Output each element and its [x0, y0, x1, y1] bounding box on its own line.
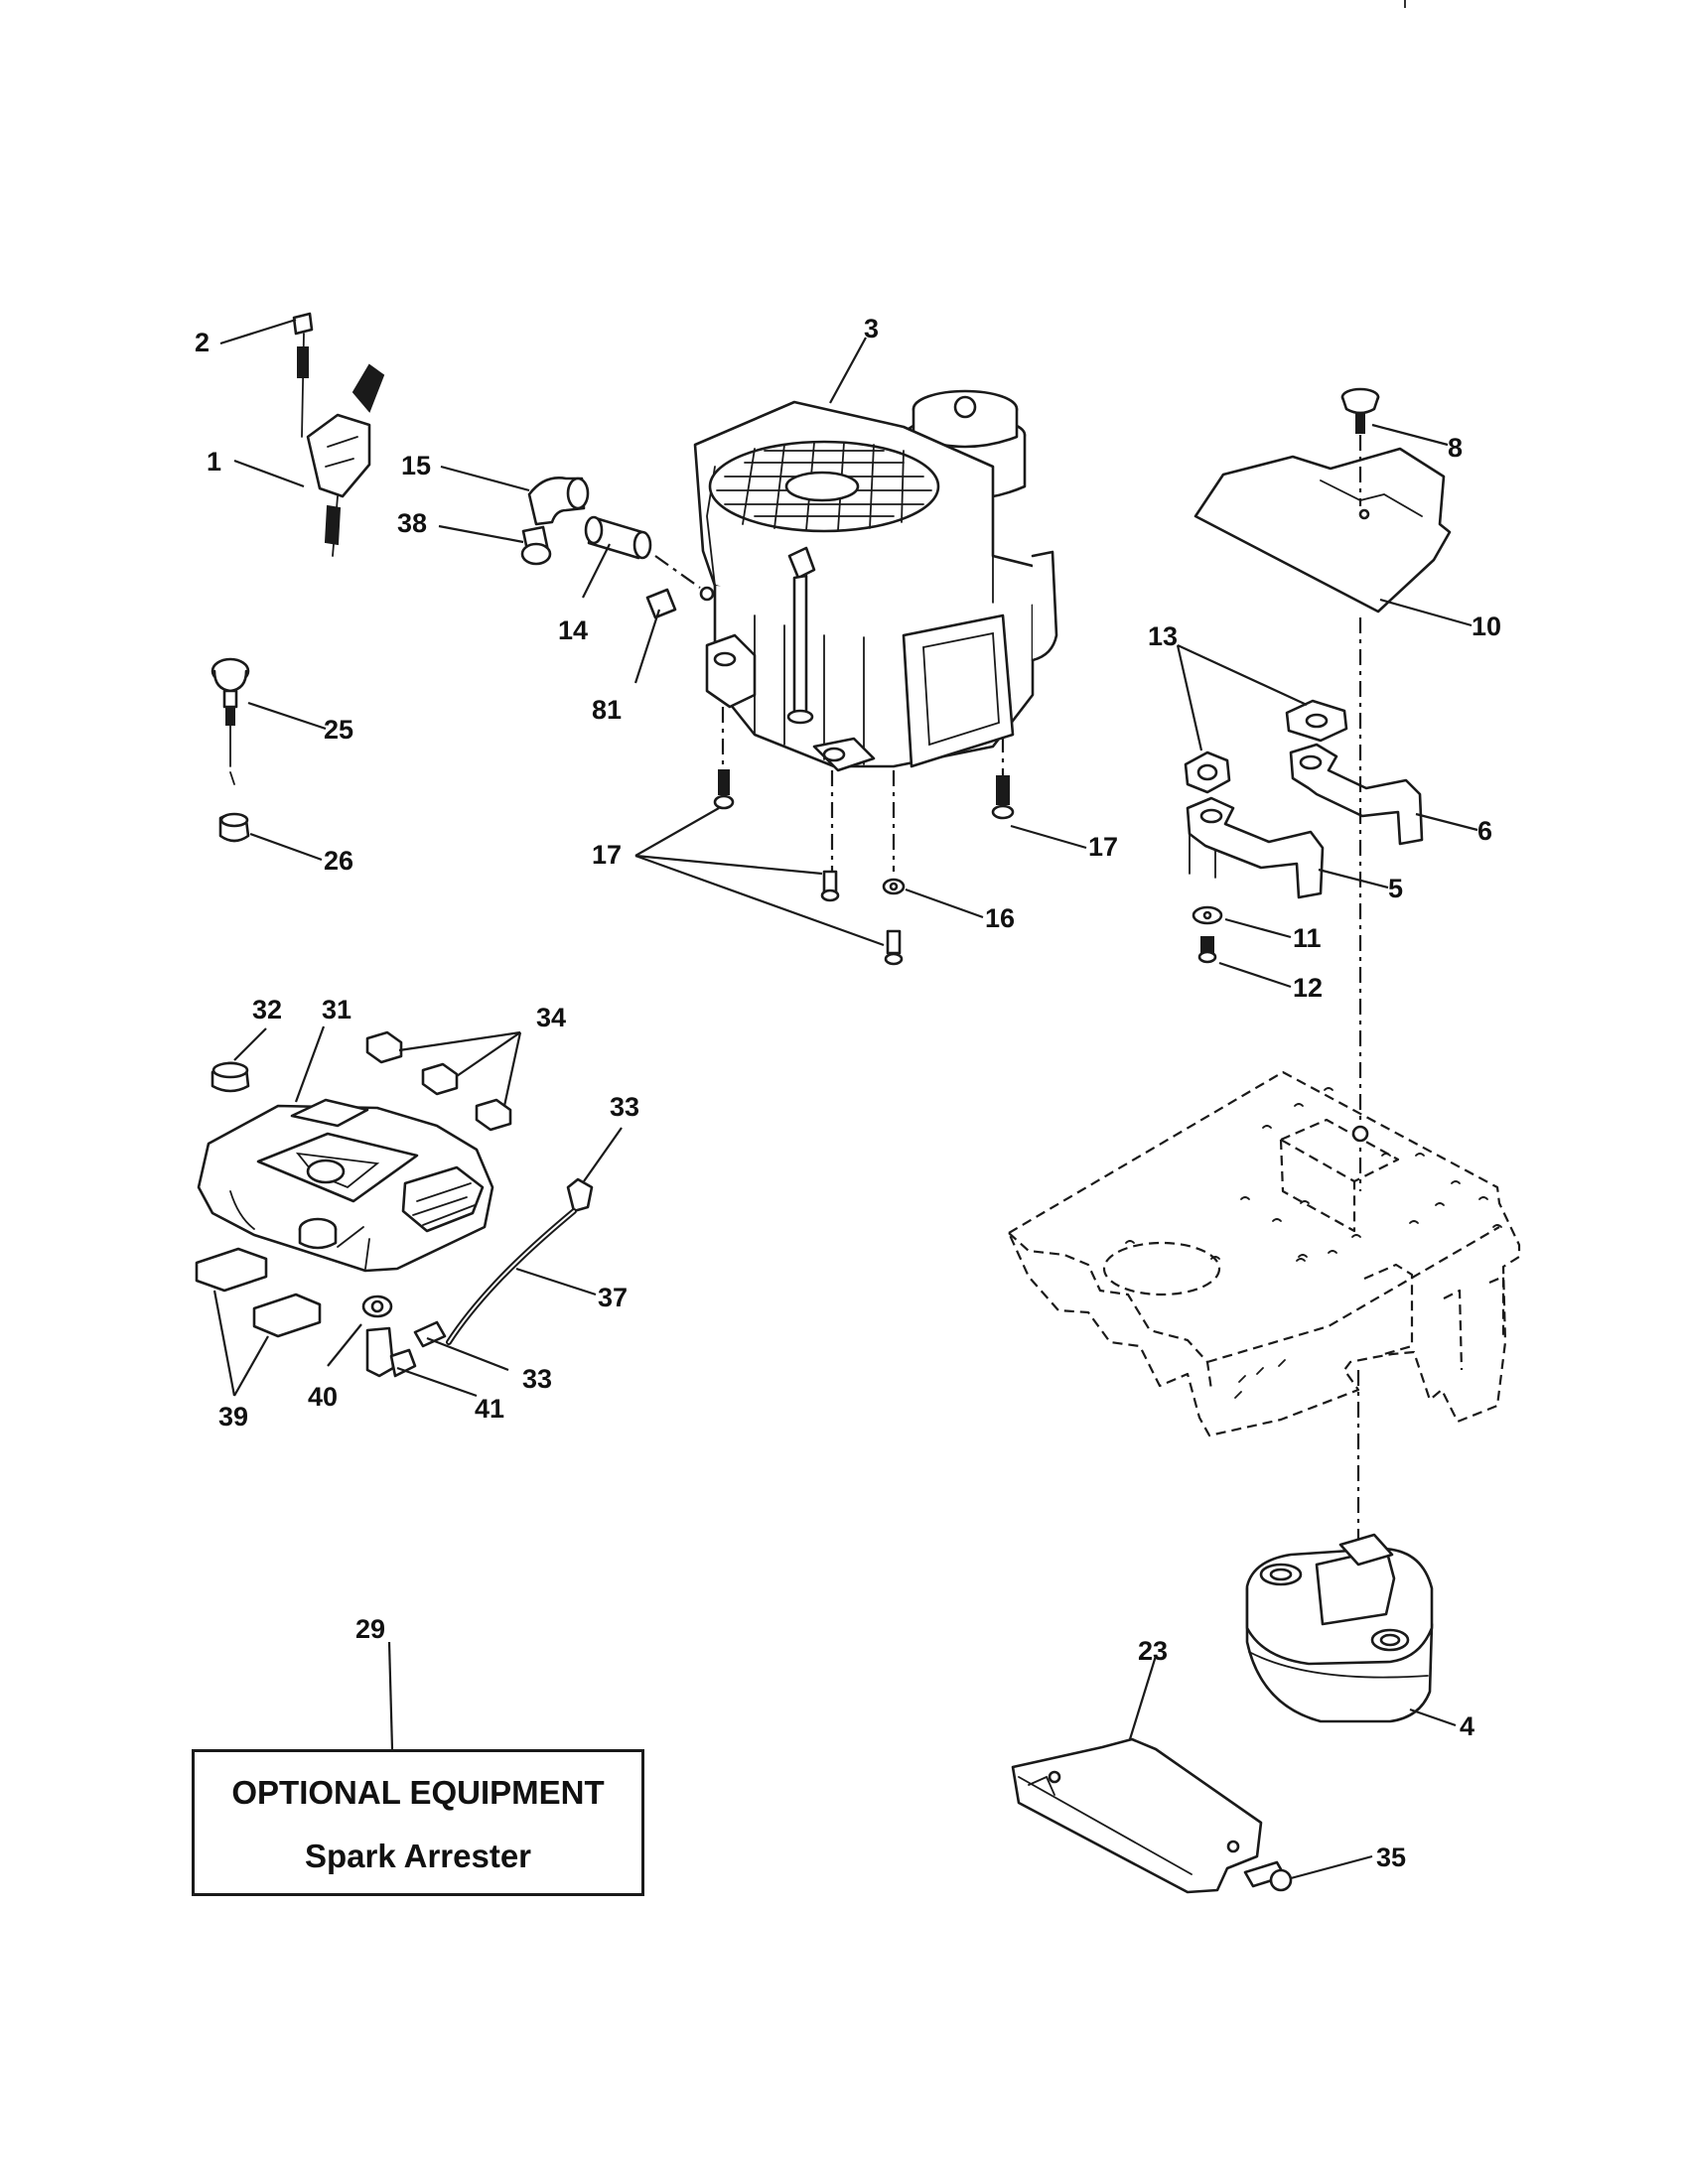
callout-numbers: 1 2 3 15 38 14 81 8 10 13 6 5 11 12 17 1… — [195, 314, 1501, 1872]
callout-38: 38 — [397, 508, 427, 538]
choke-control — [210, 657, 250, 843]
callout-41: 41 — [475, 1394, 504, 1424]
callout-26: 26 — [324, 846, 353, 876]
fuel-fittings — [520, 477, 715, 619]
engine-mount-lines — [721, 707, 1005, 874]
heat-shield — [1193, 387, 1452, 614]
callout-13: 13 — [1148, 621, 1178, 651]
callout-23: 23 — [1138, 1636, 1168, 1666]
callout-17-right: 17 — [1088, 832, 1118, 862]
callout-34: 34 — [536, 1003, 566, 1032]
callout-1: 1 — [207, 447, 221, 477]
fuel-tank — [195, 1030, 512, 1338]
callout-4: 4 — [1460, 1711, 1474, 1741]
callout-12: 12 — [1293, 973, 1323, 1003]
callout-81: 81 — [592, 695, 622, 725]
callout-17-left: 17 — [592, 840, 622, 870]
callout-8: 8 — [1448, 433, 1463, 463]
callout-14: 14 — [558, 615, 588, 645]
exhaust-pipes — [1184, 699, 1424, 964]
muffler — [1245, 1533, 1434, 1723]
callout-25: 25 — [324, 715, 353, 745]
chassis-frame — [1007, 1070, 1521, 1437]
callout-33-bottom: 33 — [522, 1364, 552, 1394]
callout-5: 5 — [1388, 874, 1403, 903]
callout-2: 2 — [195, 328, 210, 357]
callout-11: 11 — [1293, 923, 1322, 953]
throttle-control — [292, 312, 385, 557]
callout-37: 37 — [598, 1283, 628, 1312]
callout-6: 6 — [1477, 816, 1492, 846]
callout-15: 15 — [401, 451, 431, 480]
callout-39: 39 — [218, 1402, 248, 1432]
callout-40: 40 — [308, 1382, 338, 1412]
spark-arrester-shield — [1011, 1737, 1293, 1894]
optional-equipment-box: OPTIONAL EQUIPMENT Spark Arrester — [192, 1749, 644, 1896]
page-edge-mark — [1404, 0, 1406, 8]
leader-lines — [212, 318, 1478, 1880]
callout-33-top: 33 — [610, 1092, 639, 1122]
callout-31: 31 — [322, 995, 351, 1024]
callout-32: 32 — [252, 995, 282, 1024]
fuel-line — [361, 1177, 594, 1378]
callout-16: 16 — [985, 903, 1015, 933]
callout-3: 3 — [864, 314, 879, 343]
callout-35: 35 — [1376, 1843, 1406, 1872]
spark-arrester-label: Spark Arrester — [304, 1838, 532, 1874]
callout-10: 10 — [1472, 612, 1501, 641]
optional-equipment-title: OPTIONAL EQUIPMENT — [231, 1774, 605, 1811]
callout-29: 29 — [355, 1614, 385, 1644]
mount-bolts — [713, 769, 1015, 966]
engine — [693, 389, 1058, 772]
